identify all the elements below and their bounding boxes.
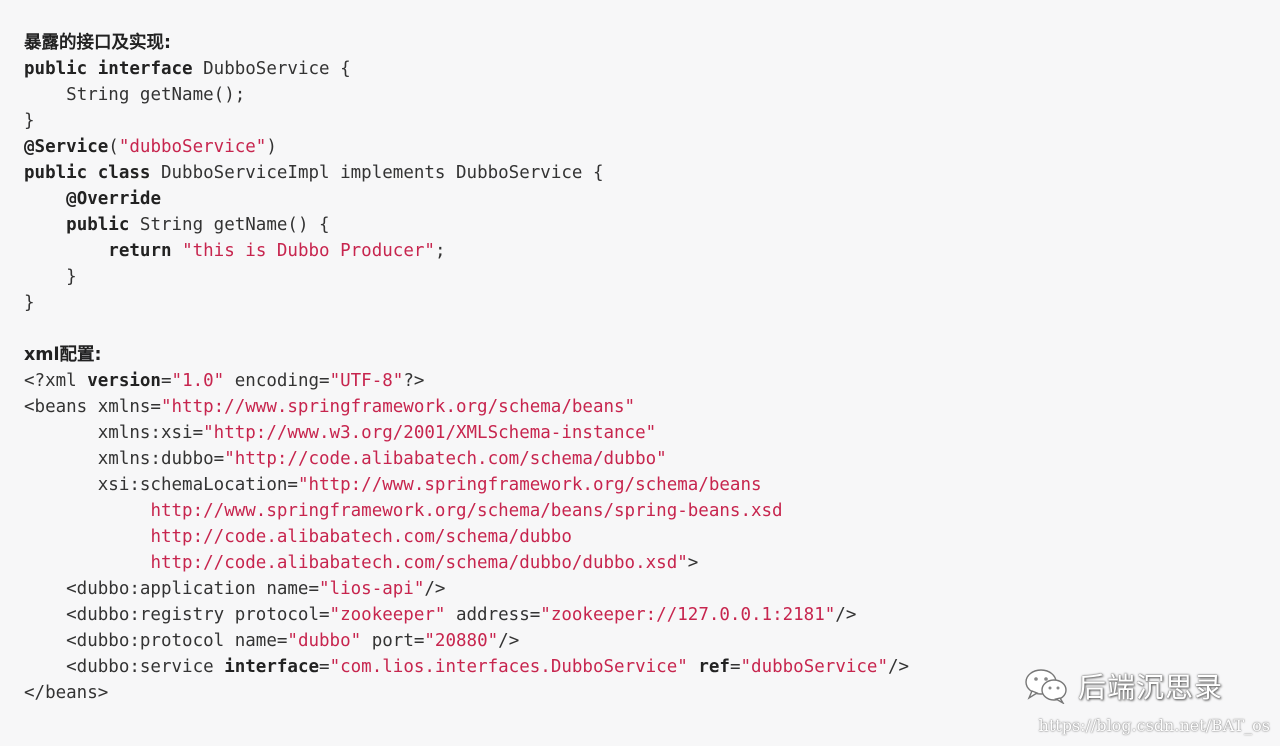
code-line: public interface DubboService { [24,59,351,79]
brand-name: 后端沉思录 [1078,671,1224,704]
brand-badge: 后端沉思录 [1022,666,1223,706]
xml-line: <dubbo:application name="lios-api"/> [24,579,446,599]
wechat-icon [1025,669,1067,704]
code-panel [8,8,1272,738]
xml-line: xmlns:xsi="http://www.w3.org/2001/XMLSch… [24,423,657,443]
code-line: @Service("dubboService") [24,137,277,157]
xml-line: xsi:schemaLocation="http://www.springfra… [24,475,762,495]
xml-line: </beans> [24,683,109,703]
section-label-interface: 暴露的接口及实现: [24,33,171,53]
code-line: public class DubboServiceImpl implements… [24,163,604,183]
xml-line: xmlns:dubbo="http://code.alibabatech.com… [24,449,667,469]
code-line: return "this is Dubbo Producer"; [108,241,446,261]
code-block: 暴露的接口及实现: public interface DubboService … [24,30,909,706]
code-line: public String getName() { [66,215,330,235]
section-label-xml: xml配置: [24,345,102,365]
source-watermark: https://blog.csdn.net/BAT_os [1038,716,1270,735]
xml-line: http://code.alibabatech.com/schema/dubbo… [150,553,699,573]
code-line: @Override [66,189,161,209]
xml-line: <dubbo:registry protocol="zookeeper" add… [24,605,857,625]
xml-line: <dubbo:protocol name="dubbo" port="20880… [24,631,520,651]
blank-line [24,316,909,342]
code-line: String getName(); [66,85,246,105]
xml-line: <dubbo:service interface="com.lios.inter… [24,657,910,677]
code-line: } [24,111,35,131]
xml-line: http://code.alibabatech.com/schema/dubbo [150,527,572,547]
xml-line: http://www.springframework.org/schema/be… [150,501,783,521]
code-line: } [24,267,77,287]
code-line: } [24,293,35,313]
xml-line: <?xml version="1.0" encoding="UTF-8"?> [24,371,425,391]
xml-line: <beans xmlns="http://www.springframework… [24,397,636,417]
